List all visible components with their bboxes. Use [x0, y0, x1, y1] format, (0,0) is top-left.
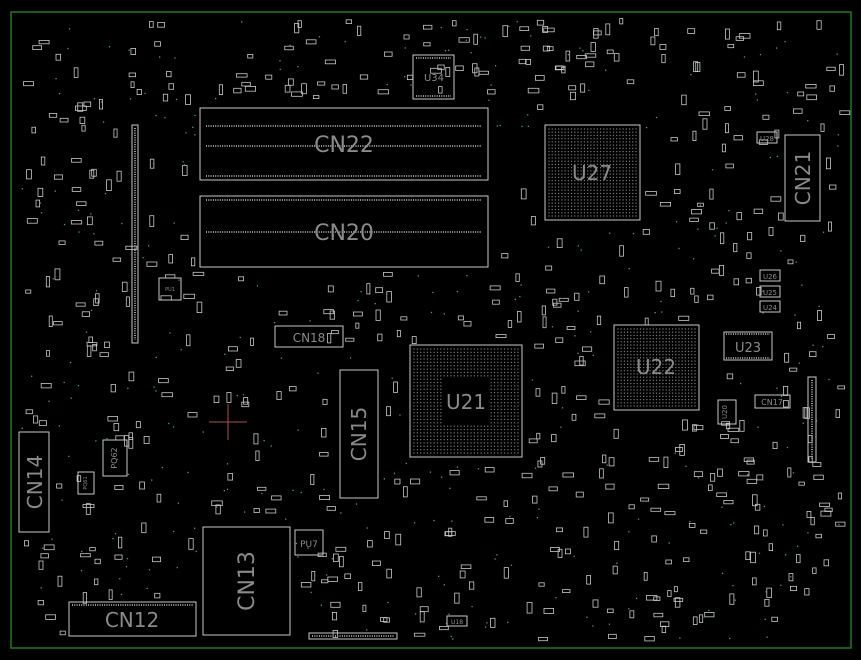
connector-right-strip [807, 376, 817, 463]
connector-cn15[interactable]: CN15 [339, 369, 379, 499]
connector-cn17[interactable]: CN17 [754, 394, 791, 409]
label-cn14: CN14 [23, 455, 47, 509]
label-u22: U22 [636, 355, 676, 379]
connector-bottom-strip [308, 632, 398, 640]
label-u28: U28 [760, 135, 774, 143]
label-cn22: CN22 [314, 133, 374, 158]
label-u20: U20 [721, 405, 729, 419]
connector-cn21[interactable]: CN21 [784, 134, 821, 222]
connector-left-strip [131, 124, 139, 344]
chip-pu7[interactable]: PU7 [294, 529, 324, 556]
chip-u26[interactable]: U26 [759, 269, 781, 282]
label-cn13: CN13 [235, 551, 260, 611]
chip-u34[interactable]: U34 [412, 54, 455, 100]
connector-cn20[interactable]: CN20 [199, 195, 489, 268]
label-u21: U21 [446, 390, 486, 414]
connector-cn12[interactable]: CN12 [68, 601, 197, 637]
chip-pq61[interactable]: PQ61 [77, 471, 95, 495]
label-cn12: CN12 [105, 608, 159, 632]
smd-components [23, 17, 851, 642]
label-cn21: CN21 [791, 151, 815, 205]
label-pq62: PQ62 [110, 447, 119, 468]
chip-u20[interactable]: U20 [717, 399, 737, 425]
vias [21, 21, 840, 640]
label-cn20: CN20 [314, 221, 374, 246]
chip-u27[interactable]: U27 [544, 124, 641, 221]
label-pu7: PU7 [300, 540, 318, 550]
chip-u18[interactable]: U18 [446, 615, 468, 627]
label-u34: U34 [424, 73, 444, 84]
board-outline [10, 11, 852, 649]
label-cn18: CN18 [293, 331, 326, 345]
label-pq61: PQ61 [83, 476, 89, 489]
label-u18: U18 [451, 619, 463, 626]
chip-u24[interactable]: U24 [759, 300, 781, 313]
chip-pu1[interactable]: PU1 [158, 277, 182, 301]
label-u25: U25 [763, 289, 777, 297]
label-u27: U27 [572, 161, 612, 185]
label-u23: U23 [735, 341, 761, 356]
label-u24: U24 [763, 304, 778, 312]
chip-u22[interactable]: U22 [613, 324, 700, 411]
chip-u25[interactable]: U25 [759, 285, 781, 298]
connector-cn13[interactable]: CN13 [202, 526, 291, 636]
chip-u21[interactable]: U21 [409, 344, 523, 458]
chip-u28[interactable]: U28 [756, 131, 778, 144]
connector-cn18[interactable]: CN18 [274, 325, 344, 348]
chip-pq62[interactable]: PQ62 [102, 439, 128, 477]
label-cn17: CN17 [761, 398, 783, 407]
connector-cn22[interactable]: CN22 [199, 107, 489, 181]
label-cn15: CN15 [347, 407, 371, 461]
label-pu1: PU1 [165, 287, 175, 293]
label-u26: U26 [763, 273, 778, 281]
chip-u23[interactable]: U23 [723, 331, 773, 361]
crosshair-cursor [209, 404, 247, 440]
connector-cn14[interactable]: CN14 [18, 431, 50, 533]
